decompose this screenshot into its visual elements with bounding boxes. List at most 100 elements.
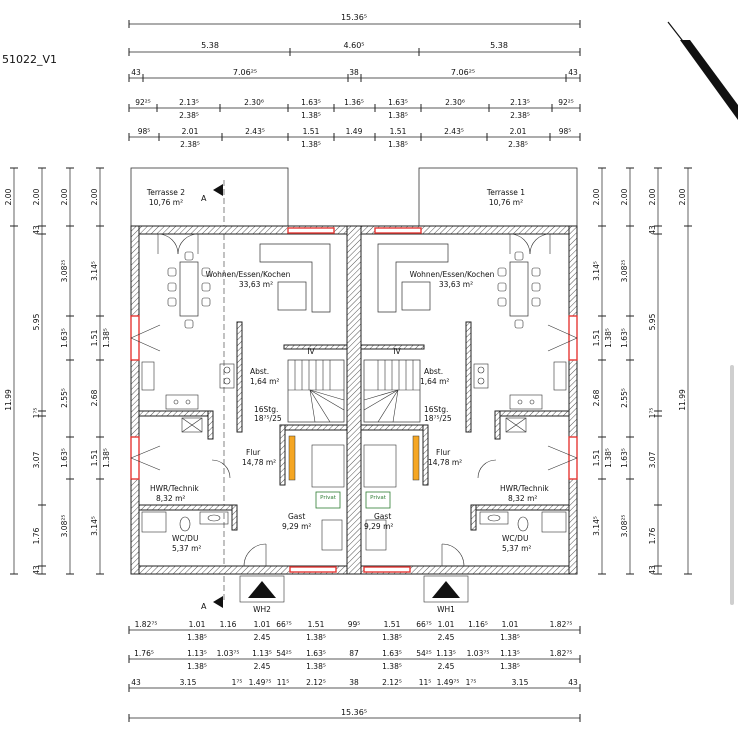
dim-top-r3b-1: 1.38⁵: [301, 111, 321, 120]
dim-bot-r1b-5: 1.38⁵: [500, 633, 520, 642]
dim-bot-r2-11: 1.13⁵: [500, 649, 520, 658]
dim-left-c3-2: 1.63⁵: [60, 328, 69, 348]
svg-text:A: A: [201, 602, 207, 611]
dim-bot-r1b-4: 2.45: [438, 633, 455, 642]
windows: [130, 227, 578, 573]
dim-top-r2-3: 7.06²⁵: [451, 68, 475, 77]
dim-left-c4-4: 2.68: [90, 389, 99, 406]
room-gast-right-area: 9,29 m²: [364, 522, 393, 531]
gast-furniture: [288, 435, 420, 551]
dim-bot-r3-10: 1⁷⁵: [466, 678, 477, 687]
dim-right-c3-2: 5.95: [648, 313, 657, 330]
bottom-dimension-chain: 1.82⁷⁵ 1.01 1.16 1.01 66⁷⁵ 1.51 99⁵ 1.51…: [128, 620, 581, 722]
dim-left-c4-6: 1.38⁵: [102, 448, 111, 468]
dim-bot-r3-4: 11⁵: [277, 678, 290, 687]
terrasse-1: [418, 167, 578, 227]
dim-top-r3-1: 2.13⁵: [179, 98, 199, 107]
dim-top-r4-5: 1.51: [390, 127, 407, 136]
dim-bot-r2-9: 1.13⁵: [436, 649, 456, 658]
dim-bot-r1-11: 1.01: [502, 620, 519, 629]
dim-bot-r2b-1: 2.45: [254, 662, 271, 671]
room-wohnen-right-name: Wohnen/Essen/Kochen: [410, 270, 495, 279]
dim-top-r4-7: 2.01: [510, 127, 527, 136]
dim-bot-r1b-1: 2.45: [254, 633, 271, 642]
dim-overall-bottom: 15.36⁵: [341, 708, 367, 717]
dim-bot-r3-11: 3.15: [512, 678, 529, 687]
dim-top-r4-3: 1.51: [303, 127, 320, 136]
dim-left-c3-1: 3.08²⁵: [60, 260, 69, 283]
stair-marker-left: IV: [307, 347, 315, 356]
dim-top-r3b-0: 2.38⁵: [179, 111, 199, 120]
room-labels-left: Wohnen/Essen/Kochen 33,63 m² Abst. 1,64 …: [150, 270, 311, 553]
stairs-left: IV: [287, 347, 345, 423]
dim-left-c1-1: 11.99: [4, 389, 13, 411]
dim-left-c1-0: 2.00: [4, 188, 13, 205]
dim-top-r2-2: 38: [349, 68, 359, 77]
dim-top-r2-0: 43: [131, 68, 141, 77]
room-flur-right-area: 14,78 m²: [428, 458, 462, 467]
dim-bot-r3-9: 1.49⁷⁵: [437, 678, 460, 687]
dim-right-c2-0: 2.00: [620, 188, 629, 205]
terrasse-1-name: Terrasse 1: [486, 188, 525, 197]
dim-bot-r3-3: 1.49⁷⁵: [249, 678, 272, 687]
dim-bot-r3-0: 43: [131, 678, 141, 687]
stairs-right: IV: [363, 347, 421, 423]
room-abst-right-name: Abst.: [424, 367, 443, 376]
dim-left-c4-5: 1.51: [90, 449, 99, 466]
room-wohnen-left-area: 33,63 m²: [239, 280, 273, 289]
dim-bot-r2-4: 54²⁵: [276, 649, 292, 658]
room-wohnen-left-name: Wohnen/Essen/Kochen: [206, 270, 291, 279]
dim-right-c1-0: 2.00: [592, 188, 601, 205]
dim-bot-r2-6: 87: [349, 649, 359, 658]
terrace-doors: [157, 233, 551, 255]
dim-top-r3-4: 1.36⁵: [344, 98, 364, 107]
room-abst-right-area: 1,64 m²: [420, 377, 449, 386]
north-arrow: [667, 21, 738, 120]
dim-left-c4-3: 1.38⁵: [102, 328, 111, 348]
dim-right-c3-4: 3.07: [648, 451, 657, 468]
furniture-right: [377, 243, 567, 433]
dim-bot-r3-1: 3.15: [180, 678, 197, 687]
dim-bot-r1-9: 1.01: [438, 620, 455, 629]
room-flur-left-name: Flur: [246, 448, 261, 457]
dim-top-r2-4: 43: [568, 68, 578, 77]
top-dimension-chain: 15.36⁵ 5.38 4.60⁵ 5.38 43 7.06²⁵ 38 7.06…: [128, 13, 581, 149]
dim-bot-r1-2: 1.16: [220, 620, 237, 629]
room-abst-left-name: Abst.: [250, 367, 269, 376]
room-hwr-right-area: 8,32 m²: [508, 494, 537, 503]
entrance-wh1-label: WH1: [437, 605, 455, 614]
dim-left-c2-3: 1⁷⁵: [32, 408, 41, 419]
room-labels-right: Wohnen/Essen/Kochen 33,63 m² Abst. 1,64 …: [364, 270, 549, 553]
dim-right-c2-1: 3.08²⁵: [620, 260, 629, 283]
dim-top-r2-1: 7.06²⁵: [233, 68, 257, 77]
dim-top-r3b-3: 2.38⁵: [510, 111, 530, 120]
privat-sign-left-label: Privat: [320, 495, 337, 501]
dim-bot-r1-1: 1.01: [189, 620, 206, 629]
privat-sign-right-label: Privat: [370, 495, 387, 501]
entrance-wh1: WH1: [423, 575, 469, 614]
dim-bot-r1-12: 1.82⁷⁵: [550, 620, 573, 629]
dim-bot-r1-8: 66⁷⁵: [416, 620, 432, 629]
dim-right-c3-6: 43: [648, 565, 657, 575]
room-flur-right-name: Flur: [436, 448, 451, 457]
dim-bot-r3-2: 1⁷⁵: [232, 678, 243, 687]
entrance-doors: [211, 459, 497, 567]
dim-right-c3-5: 1.76: [648, 527, 657, 544]
wc-fixtures: [141, 511, 567, 533]
room-wc-right-name: WC/DU: [502, 534, 528, 543]
dim-top-r4-2: 2.43⁵: [245, 127, 265, 136]
dim-right-c3-3: 1⁷⁵: [648, 408, 657, 419]
scrollbar[interactable]: [730, 365, 734, 605]
dim-bot-r1-5: 1.51: [308, 620, 325, 629]
dim-top-r3b-2: 1.38⁵: [388, 111, 408, 120]
stair-left-steps: 16Stg.: [254, 405, 278, 414]
dim-bot-r2-1: 1.13⁵: [187, 649, 207, 658]
dim-bot-r2-0: 1.76⁵: [134, 649, 154, 658]
dim-right-c1-6: 1.38⁵: [604, 448, 613, 468]
entrance-wh2-label: WH2: [253, 605, 271, 614]
dim-bot-r2-12: 1.82⁷⁵: [550, 649, 573, 658]
dim-right-c1-2: 1.51: [592, 329, 601, 346]
dim-top-r3-7: 2.13⁵: [510, 98, 530, 107]
dim-bot-r3-7: 2.12⁵: [382, 678, 402, 687]
